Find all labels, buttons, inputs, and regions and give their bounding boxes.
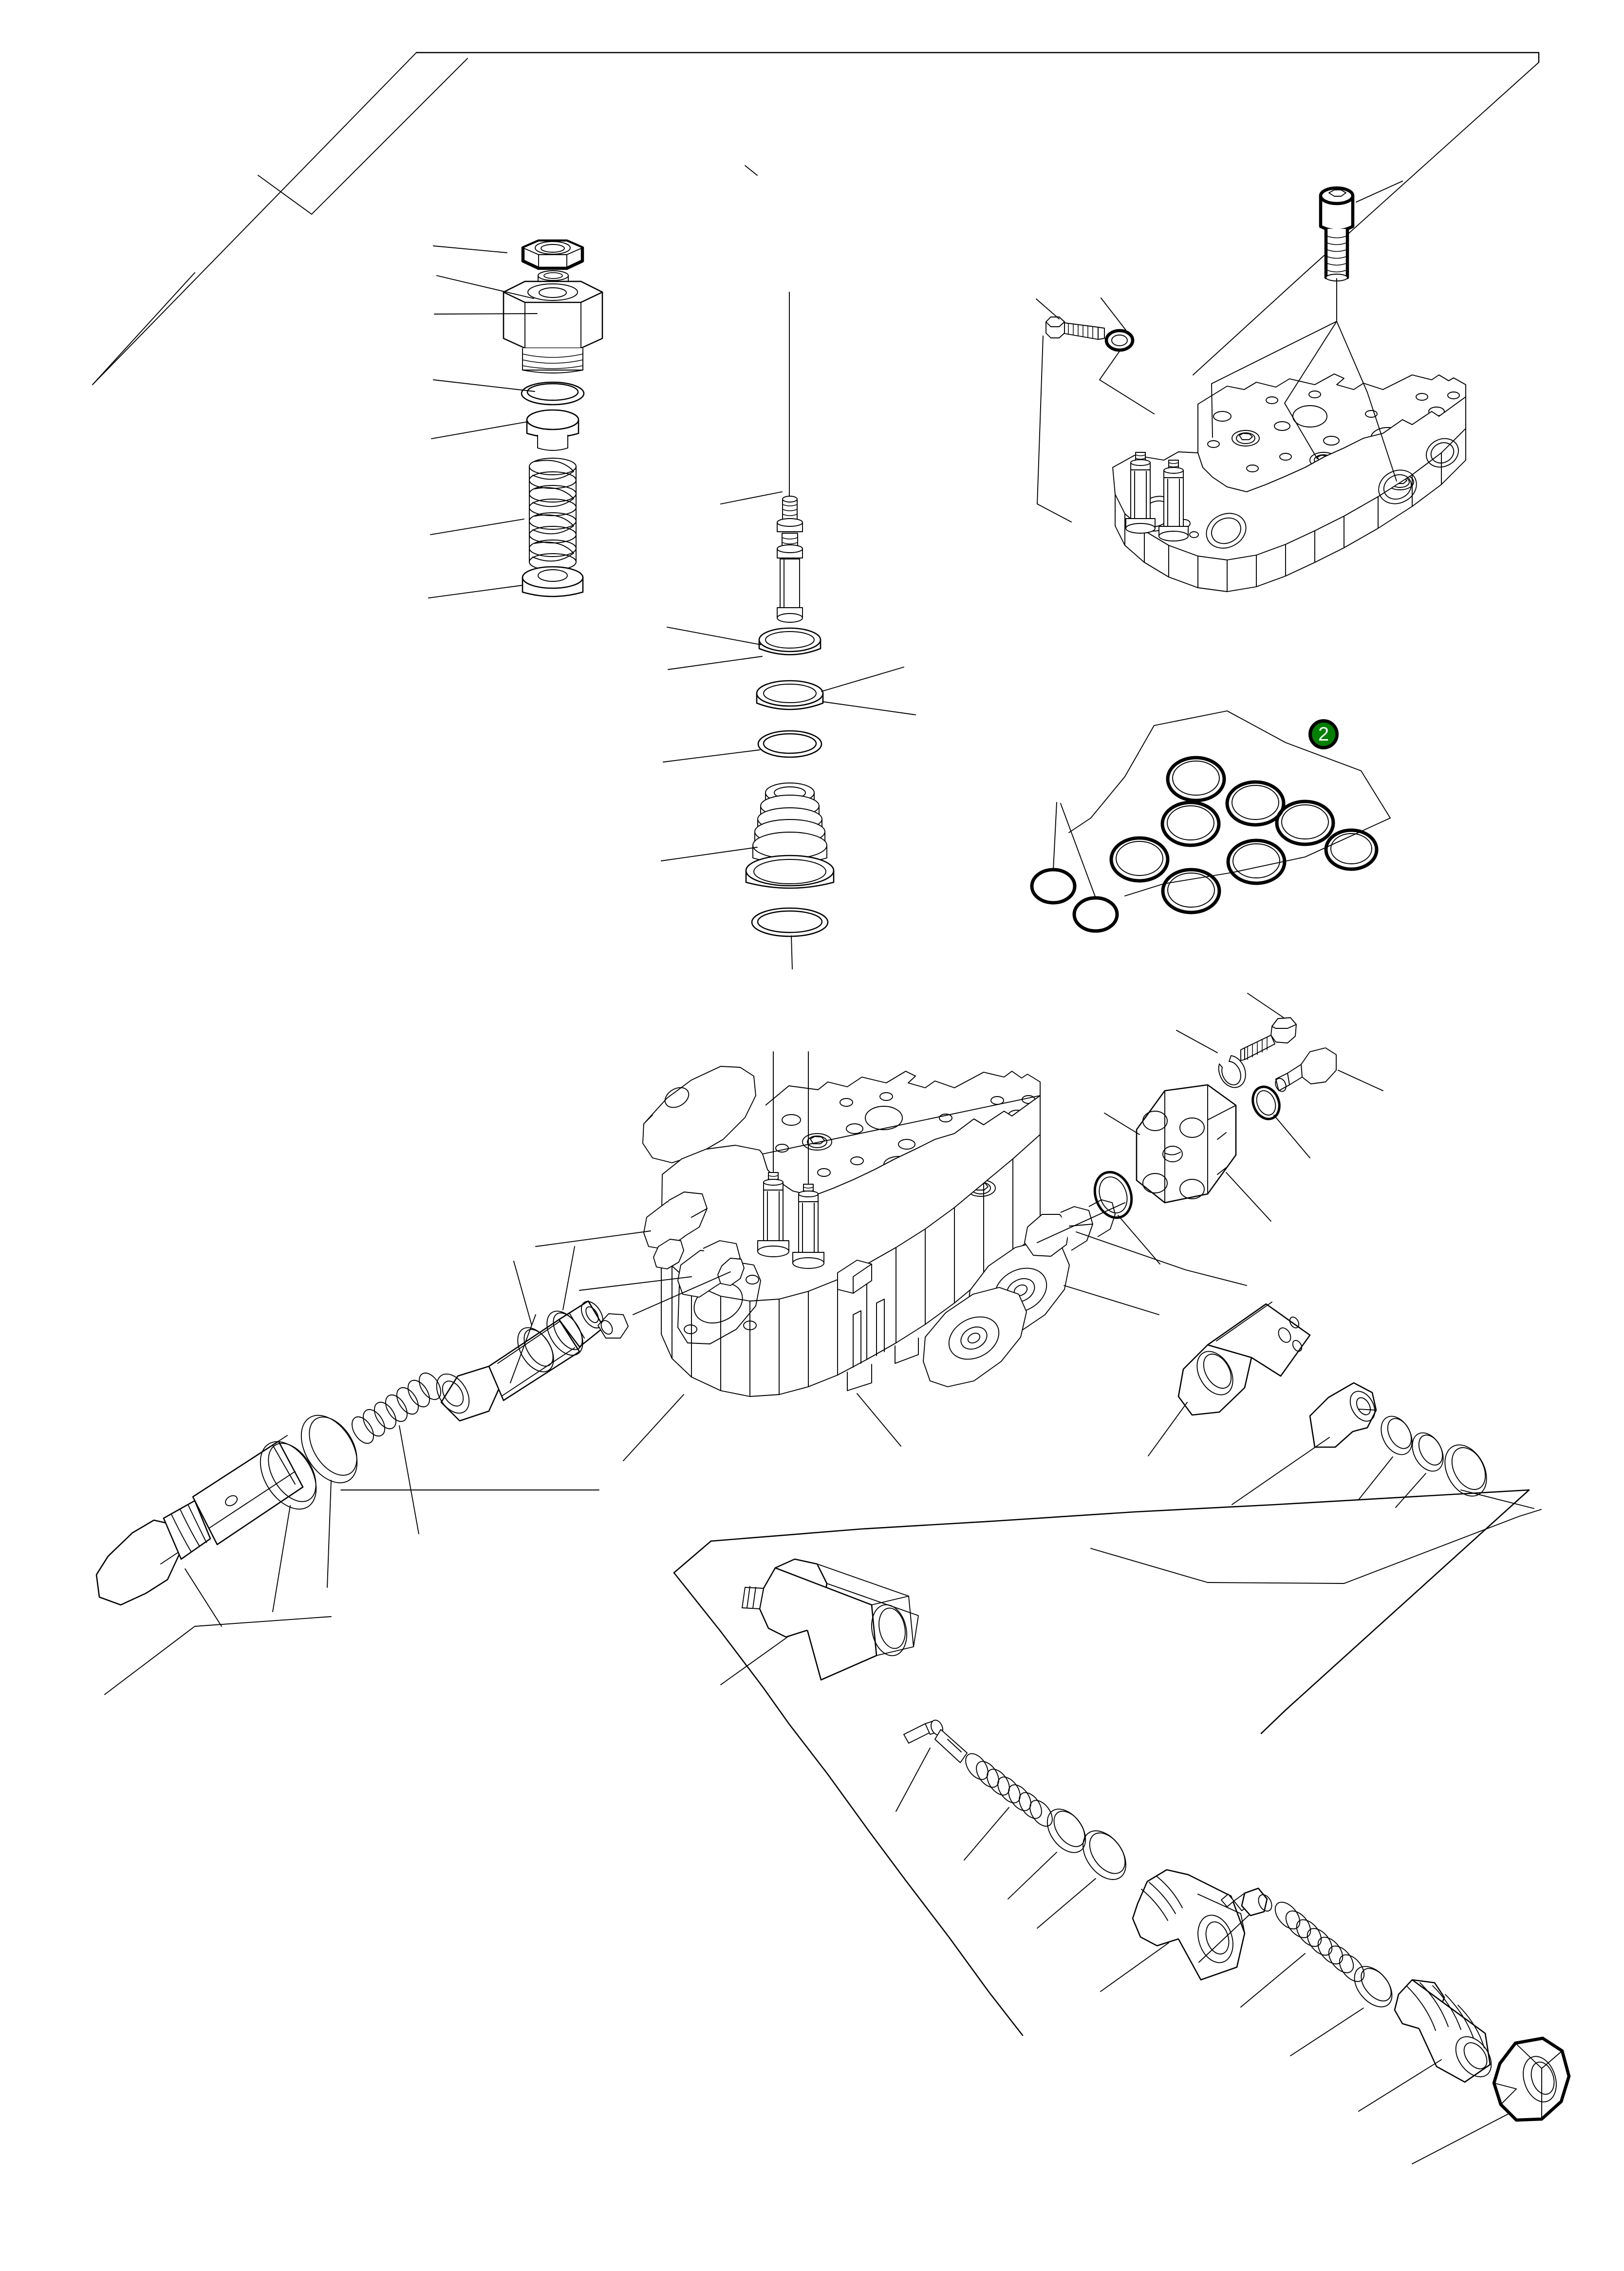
bottom-check-valve-assembly [673, 1489, 1530, 2036]
pilot-stem-screw [720, 491, 803, 623]
seal-kit-o-ring-group [1030, 710, 1391, 933]
o-ring-large-6 [1226, 838, 1287, 885]
spring-retainer-washer [522, 566, 584, 597]
flange-o-ring [1093, 1171, 1160, 1265]
o-ring-medium [1395, 1432, 1444, 1508]
o-ring-small-1 [1030, 868, 1077, 905]
socket-head-cap-screw [1319, 181, 1403, 281]
o-ring-large-5 [1109, 836, 1170, 883]
o-ring-large-4 [1275, 800, 1335, 846]
adjusting-stud-2 [792, 1051, 824, 1269]
adjusting-stud-1 [757, 1051, 789, 1257]
left-compression-spring [352, 1372, 441, 1534]
valve-body-top-detail [1036, 181, 1466, 592]
back-up-ring-2 [517, 1327, 554, 1373]
o-ring-large [1444, 1444, 1534, 1509]
lock-washer [1176, 1030, 1246, 1088]
check-poppet [1232, 1382, 1377, 1505]
right-compression-spring [1240, 1901, 1365, 2008]
spool-end-cap-left [643, 1191, 741, 1298]
lower-o-ring [751, 907, 829, 937]
plug-o-ring [1251, 1085, 1310, 1158]
o-ring-1 [300, 1415, 358, 1484]
hex-cap-housing [720, 1558, 919, 1685]
right-cartridge-valve [1076, 1231, 1542, 1584]
main-valve-body [535, 1051, 1159, 1461]
hex-head-bolt [1036, 298, 1105, 340]
valve-cap-hex-body [503, 280, 603, 373]
main-relief-valve-stack [428, 239, 603, 598]
seal-ring [756, 680, 824, 710]
threaded-sleeve [1358, 1979, 1492, 2112]
bottom-right-adjuster [1198, 1887, 1571, 2164]
hex-head-bolt-flange [1240, 993, 1297, 1061]
callout-badge-2[interactable]: 2 [1308, 719, 1339, 749]
sealing-washer [1101, 298, 1135, 352]
pilot-poppet-sleeve [745, 782, 835, 889]
plug-fitting [1275, 1047, 1383, 1092]
lock-nut [521, 239, 584, 270]
spring-seat-poppet [526, 409, 579, 451]
o-ring-large-2 [1225, 780, 1286, 827]
leader-lines-relief-stack [428, 245, 538, 598]
callout-badge-wrapper: 2 [1308, 719, 1339, 749]
right-o-ring [1290, 1966, 1393, 2056]
bottom-compression-spring [964, 1753, 1053, 1861]
back-up-ring-1 [260, 1441, 317, 1510]
bottom-o-ring [1037, 1830, 1126, 1929]
cartridge-sleeve-body [1148, 1302, 1311, 1456]
o-ring-2 [546, 1310, 583, 1356]
port-flange-assembly [1093, 993, 1383, 1265]
bottom-back-up-ring [1008, 1808, 1086, 1899]
cartridge-hex-plug [95, 1435, 304, 1627]
o-ring-large-1 [1166, 756, 1226, 802]
check-poppet-sleeve [436, 1300, 605, 1422]
o-ring [757, 730, 822, 758]
bottom-lock-nut [1412, 2036, 1571, 2164]
o-ring-large-3 [1160, 800, 1221, 847]
pilot-spool-stack [661, 292, 916, 969]
o-ring-small-2 [1072, 896, 1119, 933]
left-cartridge-valve [95, 1246, 629, 1695]
leader-lines-pilot-stack [661, 627, 916, 969]
adjusting-screw-tip [1198, 1887, 1272, 1963]
o-ring-large-8 [1324, 828, 1379, 871]
needle-pin [896, 1719, 968, 1812]
valve-stud-pair [1125, 452, 1189, 541]
threaded-adapter-nut [1100, 1869, 1246, 1992]
o-ring-seal [521, 381, 585, 406]
frame-boundary-lines [92, 52, 1540, 385]
o-ring-small [1358, 1415, 1413, 1500]
compression-spring [529, 458, 577, 571]
o-ring-large-7 [1161, 868, 1221, 914]
orifice-plug [597, 1313, 629, 1339]
port-flange-block [1104, 1084, 1271, 1222]
valve-housing-top-cover [1037, 278, 1466, 592]
back-up-ring [758, 627, 821, 655]
